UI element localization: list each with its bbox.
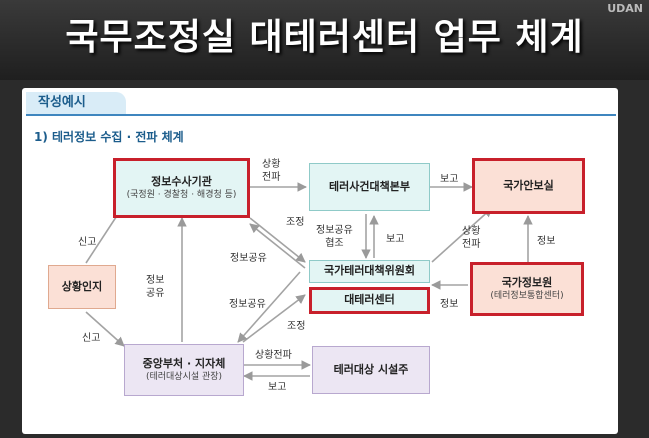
- committee-title: 국가테러대책위원회: [323, 264, 416, 278]
- nis-title: 국가정보원: [501, 275, 553, 289]
- example-tab-label: 작성예시: [26, 92, 126, 114]
- edge-label-coordinate-2: 조정: [287, 321, 306, 332]
- situation-awareness-node: 상황인지: [48, 265, 116, 309]
- edge-label-report-mid: 보고: [386, 234, 405, 245]
- intel-agencies-node: 정보수사기관 (국정원 · 경찰청 · 해경청 등): [113, 158, 250, 218]
- edge-label-info-share-2: 정보공유: [229, 299, 266, 310]
- facility-owner-node: 테러대상 시설주: [312, 346, 430, 394]
- ministries-title: 중앙부처 · 지자체: [142, 356, 226, 370]
- counter-terror-center-node: 대테러센터: [309, 287, 430, 314]
- edge-label-info-share-1: 정보공유: [230, 253, 267, 264]
- counter-terror-center-title: 대테러센터: [344, 293, 395, 307]
- ministries-node: 중앙부처 · 지자체 (테러대상시설 관장): [124, 344, 244, 396]
- ministries-sub: (테러대상시설 관장): [145, 372, 223, 383]
- edge-label-coordinate-1: 조정: [286, 217, 305, 228]
- edge-label-info-bottom: 정보: [440, 299, 459, 310]
- nis-sub: (테러정보통합센터): [490, 291, 564, 302]
- intel-agencies-sub: (국정원 · 경찰청 · 해경청 등): [126, 190, 237, 201]
- edge-label-situation-spread-bottom: 상황전파: [255, 350, 292, 361]
- edge-label-report-declare-2: 신고: [82, 333, 101, 344]
- edge-label-info-right: 정보: [537, 236, 556, 247]
- edge-label-situation-spread-top: 상황 전파: [262, 159, 281, 183]
- intel-agencies-title: 정보수사기관: [151, 174, 212, 188]
- edge-label-report-top: 보고: [440, 174, 459, 185]
- edge-label-info-share-cooperation: 정보공유 협조: [316, 225, 353, 249]
- nsc-title: 국가안보실: [503, 178, 554, 192]
- hq-title: 테러사건대책본부: [329, 179, 410, 193]
- situation-awareness-title: 상황인지: [61, 279, 103, 293]
- edge-label-situation-spread-right: 상황 전파: [462, 226, 481, 250]
- tab-divider: [26, 114, 616, 116]
- edge-label-info-share-vertical: 정보 공유: [146, 275, 165, 299]
- nis-node: 국가정보원 (테러정보통합센터): [470, 262, 584, 316]
- facility-owner-title: 테러대상 시설주: [333, 362, 409, 376]
- title-banner: 국무조정실 대테러센터 업무 체계 UDAN: [0, 0, 649, 80]
- edge-label-report-bottom: 보고: [268, 382, 287, 393]
- edge-label-report-declare: 신고: [78, 237, 97, 248]
- committee-node: 국가테러대책위원회: [309, 260, 430, 283]
- hq-node: 테러사건대책본부: [309, 163, 430, 211]
- section-title: 1) 테러정보 수집 · 전파 체계: [34, 130, 184, 144]
- banner-title: 국무조정실 대테러센터 업무 체계: [65, 17, 584, 58]
- nsc-node: 국가안보실: [472, 158, 585, 214]
- channel-logo: UDAN: [607, 2, 643, 15]
